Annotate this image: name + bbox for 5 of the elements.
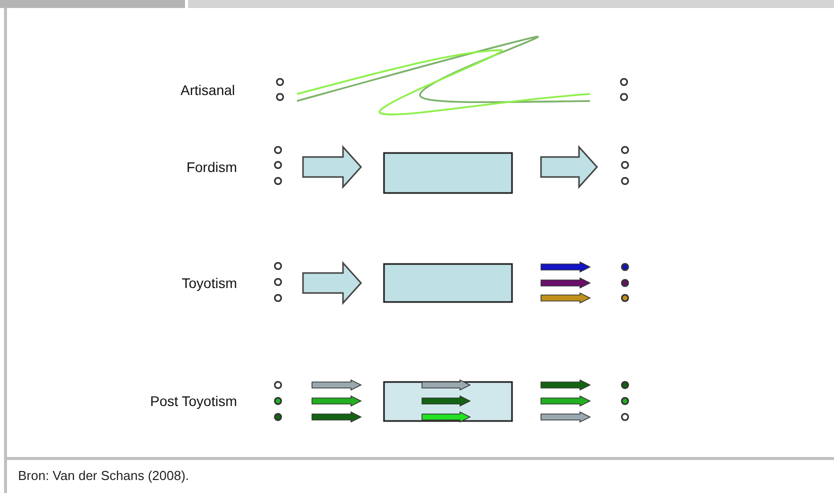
- row-label: Toyotism: [182, 275, 237, 291]
- row-label: Artisanal: [180, 82, 235, 98]
- row-label: Post Toyotism: [150, 393, 237, 409]
- caption: Bron: Van der Schans (2008).: [18, 468, 190, 483]
- row-label: Fordism: [186, 159, 237, 175]
